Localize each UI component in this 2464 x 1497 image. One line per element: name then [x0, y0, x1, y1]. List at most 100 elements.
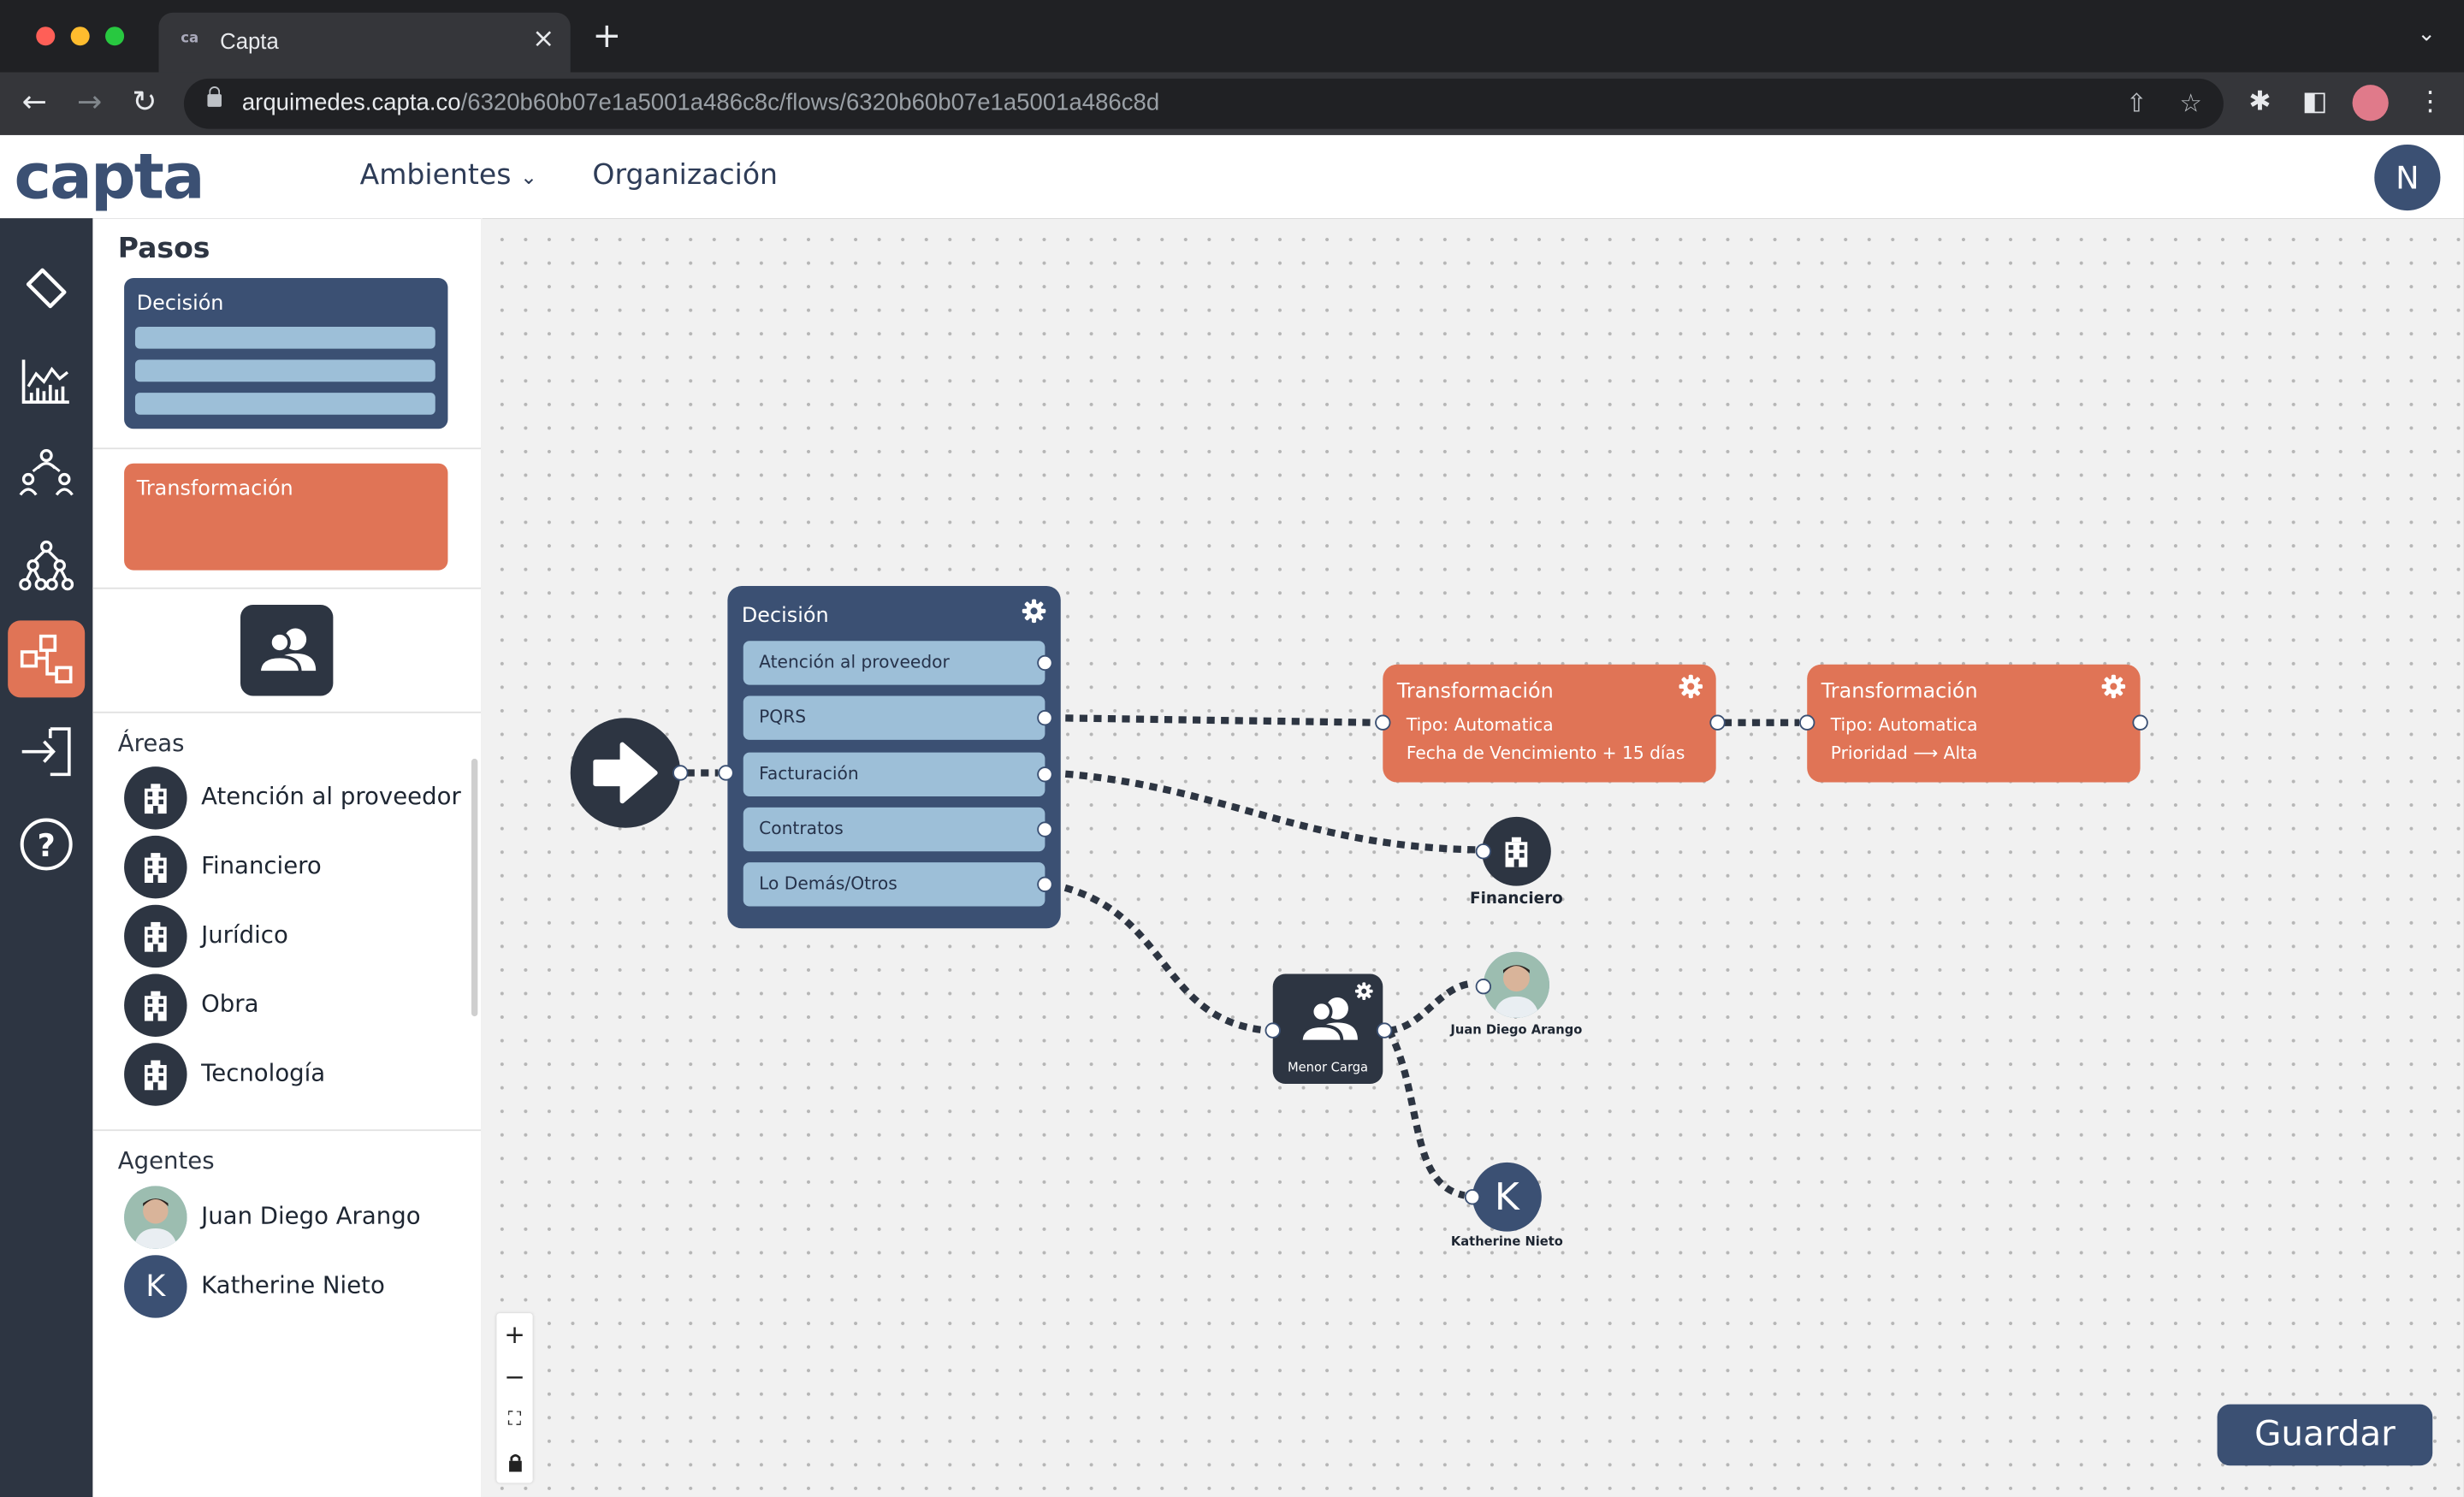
agent-node-katherine[interactable]: K — [1472, 1162, 1542, 1232]
capta-logo[interactable]: capta — [14, 141, 205, 214]
balancer-input-port[interactable] — [1265, 1022, 1281, 1038]
transform-input-port[interactable] — [1375, 714, 1391, 731]
fit-view-icon[interactable]: ⛶ — [507, 1407, 522, 1430]
transform-output-port[interactable] — [2132, 714, 2148, 731]
chart-icon — [21, 359, 69, 404]
transform-node-2[interactable]: Transformación Tipo: Automatica Priorida… — [1807, 664, 2141, 783]
decision-node[interactable]: Decisión Atención al proveedor PQRS Fact… — [727, 585, 1061, 929]
agent-node-label: Juan Diego Arango — [1450, 1022, 1583, 1037]
palette-transform-card[interactable]: Transformación — [124, 463, 448, 571]
flow-edges — [686, 714, 1800, 1199]
option-output-port[interactable] — [1037, 766, 1053, 783]
decision-option[interactable]: Contratos — [743, 807, 1045, 852]
gear-icon[interactable] — [1354, 982, 1373, 1001]
save-button[interactable]: Guardar — [2217, 1404, 2433, 1466]
bookmark-star-icon[interactable]: ☆ — [2179, 87, 2202, 118]
load-balancer-label: Menor Carga — [1287, 1060, 1369, 1075]
palette-option-bar — [134, 326, 435, 349]
close-tab-icon[interactable]: × — [532, 23, 555, 56]
decision-option[interactable]: Facturación — [743, 752, 1045, 797]
edge-pqrs-transform — [1051, 714, 1376, 726]
building-icon — [124, 1043, 187, 1106]
nav-ambientes[interactable]: Ambientes ⌄ — [359, 158, 538, 192]
browser-menu-icon[interactable]: ⋮ — [2416, 86, 2444, 118]
transform-output-port[interactable] — [1709, 714, 1726, 731]
start-node[interactable] — [570, 718, 681, 828]
palette-decision-card[interactable]: Decisión — [124, 278, 448, 429]
lock-icon — [207, 86, 222, 107]
extensions-puzzle-icon[interactable]: ✱ — [2248, 86, 2272, 118]
decision-option[interactable]: PQRS — [743, 695, 1045, 740]
address-bar[interactable]: arquimedes.capta.co/6320b60b07e1a5001a48… — [183, 78, 2224, 129]
divider — [92, 447, 482, 450]
arrow-right-icon — [593, 742, 658, 804]
flow-canvas[interactable]: Decisión Atención al proveedor PQRS Fact… — [481, 218, 2464, 1497]
new-tab-icon[interactable]: + — [592, 17, 622, 57]
zoom-controls: + − ⛶ — [496, 1313, 533, 1483]
zoom-in-button[interactable]: + — [504, 1319, 525, 1350]
palette-decision-label: Decisión — [136, 292, 224, 317]
divider — [92, 1129, 482, 1132]
agent-input-port[interactable] — [1464, 1189, 1481, 1205]
gear-icon[interactable] — [2101, 674, 2126, 699]
load-balancer-node[interactable]: Menor Carga — [1272, 973, 1383, 1085]
decision-option[interactable]: Atención al proveedor — [743, 641, 1045, 685]
area-label: Financiero — [201, 851, 322, 880]
reload-icon[interactable]: ↻ — [132, 85, 157, 120]
browser-tab-bar: ca Capta × + ⌄ — [0, 0, 2464, 73]
start-output-port[interactable] — [672, 765, 689, 781]
option-output-port[interactable] — [1037, 821, 1053, 837]
agent-input-port[interactable] — [1475, 979, 1492, 995]
back-icon[interactable]: ← — [21, 85, 47, 120]
nav-organizacion[interactable]: Organización — [592, 158, 779, 192]
transform-node-1[interactable]: Transformación Tipo: Automatica Fecha de… — [1383, 664, 1716, 783]
decision-option-label: Facturación — [759, 763, 859, 784]
option-output-port[interactable] — [1037, 876, 1053, 893]
agents-title: Agentes — [117, 1146, 215, 1175]
area-input-port[interactable] — [1475, 843, 1492, 860]
zoom-out-button[interactable]: − — [504, 1362, 525, 1392]
profile-avatar-icon[interactable] — [2352, 85, 2389, 121]
edge-balancer-juan — [1388, 979, 1475, 1034]
forward-icon[interactable]: → — [76, 85, 103, 120]
rail-analytics[interactable] — [8, 342, 85, 419]
flow-icon — [20, 634, 73, 683]
panel-scrollbar[interactable] — [471, 758, 478, 1017]
tab-search-chevron-icon[interactable]: ⌄ — [2417, 21, 2436, 48]
decision-input-port[interactable] — [718, 765, 734, 781]
help-icon: ? — [20, 818, 73, 871]
gear-icon[interactable] — [1679, 674, 1703, 699]
tab-title: Capta — [220, 28, 279, 54]
minimize-window-button[interactable] — [70, 27, 90, 46]
palette-option-bar — [134, 393, 435, 415]
agent-photo — [124, 1186, 187, 1249]
rail-teams[interactable] — [8, 435, 85, 512]
lock-icon[interactable] — [496, 1441, 532, 1483]
browser-tab[interactable]: ca Capta × — [158, 12, 571, 73]
hierarchy-icon — [19, 540, 74, 591]
rail-help[interactable]: ? — [8, 806, 85, 883]
palette-option-bar — [134, 359, 435, 382]
rail-hierarchy[interactable] — [8, 528, 85, 605]
user-avatar[interactable]: N — [2374, 144, 2441, 211]
maximize-window-button[interactable] — [105, 27, 125, 46]
gear-icon[interactable] — [1022, 599, 1046, 624]
close-window-button[interactable] — [36, 27, 56, 46]
decision-option[interactable]: Lo Demás/Otros — [743, 862, 1045, 907]
rail-tickets[interactable] — [8, 250, 85, 327]
balancer-output-port[interactable] — [1376, 1022, 1393, 1038]
option-output-port[interactable] — [1037, 710, 1053, 726]
side-panel-icon[interactable]: ◧ — [2301, 86, 2328, 118]
rail-logout[interactable] — [8, 713, 85, 790]
edge-balancer-katherine — [1385, 1028, 1466, 1199]
share-icon[interactable]: ⇧ — [2126, 87, 2147, 118]
agent-node-juan[interactable] — [1483, 951, 1549, 1018]
palette-balancer-card[interactable] — [240, 604, 334, 696]
steps-title: Pasos — [117, 232, 210, 266]
area-node-financiero[interactable] — [1482, 816, 1551, 886]
transform-input-port[interactable] — [1799, 714, 1815, 731]
building-icon — [1505, 837, 1528, 867]
rail-flows[interactable] — [8, 620, 86, 698]
option-output-port[interactable] — [1037, 654, 1053, 672]
